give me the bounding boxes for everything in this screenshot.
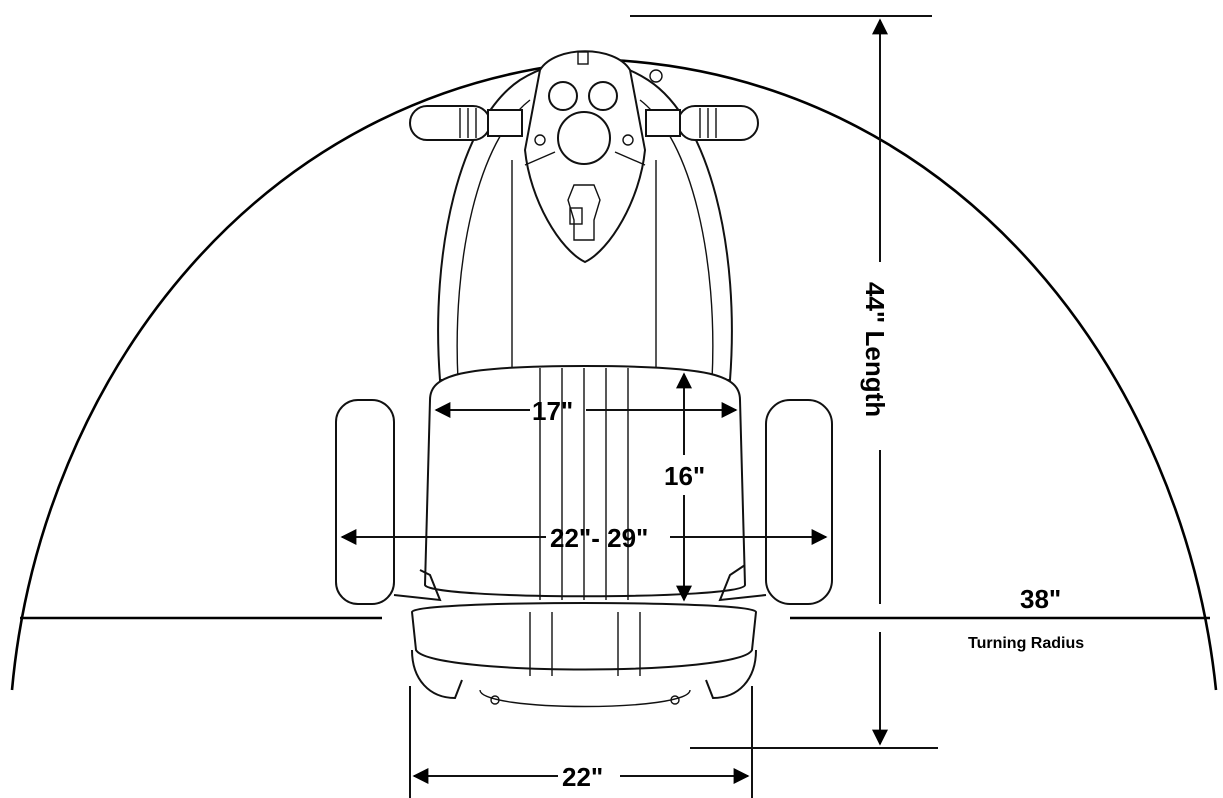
right-rear-wheel <box>705 649 757 700</box>
seat-cushion <box>423 364 747 598</box>
seat-depth-label: 16" <box>664 461 705 491</box>
seat-width-label: 17" <box>532 396 573 426</box>
key-icon <box>649 69 663 83</box>
scooter-top-view <box>335 50 833 708</box>
turning-radius-value: 38" <box>1020 584 1061 614</box>
right-handle-grip <box>677 105 759 141</box>
left-handle-grip <box>409 105 491 141</box>
steering-hub <box>557 111 611 165</box>
base-width-label: 22" <box>562 762 603 792</box>
turning-radius-label: Turning Radius <box>968 635 1084 652</box>
armrest-width-label: 22"- 29" <box>550 523 648 553</box>
left-armrest <box>335 399 395 605</box>
right-armrest <box>765 399 833 605</box>
rear-base <box>410 602 758 671</box>
length-label: 44" Length <box>860 282 890 417</box>
gauge-left <box>548 81 578 111</box>
gauge-right <box>588 81 618 111</box>
left-rear-wheel <box>411 649 463 700</box>
